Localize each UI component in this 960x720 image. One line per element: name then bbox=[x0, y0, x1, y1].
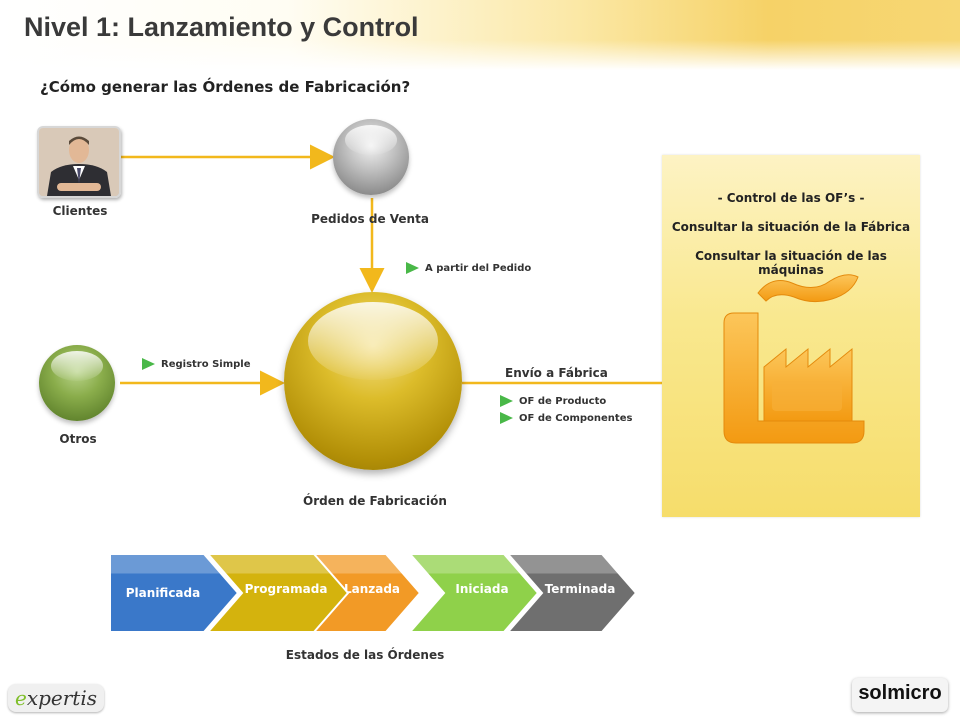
annotation-of-componentes: OF de Componentes bbox=[500, 412, 632, 424]
state-label-iniciada: Iniciada bbox=[455, 582, 508, 596]
state-label-planificada: Planificada bbox=[126, 586, 200, 600]
blank-box bbox=[772, 628, 924, 652]
panel-line-1: - Control de las OF’s - bbox=[717, 191, 865, 205]
state-chevron-programada: Programada bbox=[205, 553, 350, 633]
state-label-terminada: Terminada bbox=[545, 582, 616, 596]
node-label-clientes: Clientes bbox=[52, 204, 108, 218]
annotation-a-partir: A partir del Pedido bbox=[406, 262, 531, 274]
pedidos-ball bbox=[333, 119, 409, 195]
header-background bbox=[0, 0, 960, 70]
panel-line-2: Consultar la situación de la Fábrica bbox=[671, 220, 911, 234]
state-chevron-iniciada: Iniciada bbox=[407, 553, 540, 633]
node-label-otros: Otros bbox=[59, 432, 97, 446]
annotation-registro: Registro Simple bbox=[142, 358, 251, 370]
green-arrow-icon bbox=[500, 412, 513, 424]
businessman-icon bbox=[39, 128, 119, 196]
otros-ball bbox=[39, 345, 115, 421]
green-arrow-icon bbox=[142, 358, 155, 370]
node-label-orden: Órden de Fabricación bbox=[303, 494, 447, 508]
page-title: Nivel 1: Lanzamiento y Control bbox=[24, 12, 419, 42]
green-arrow-icon bbox=[500, 395, 513, 407]
control-panel: - Control de las OF’s - Consultar la sit… bbox=[662, 155, 920, 517]
state-chevron-lanzada: Lanzada bbox=[305, 553, 422, 633]
state-chevron-planificada: Planificada bbox=[109, 553, 240, 633]
page-subtitle: ¿Cómo generar las Órdenes de Fabricación… bbox=[40, 78, 411, 96]
factory-icon bbox=[723, 274, 865, 444]
annotation-of-producto: OF de Producto bbox=[500, 395, 606, 407]
solmicro-logo: solmicro bbox=[852, 678, 948, 712]
states-label: Estados de las Órdenes bbox=[285, 648, 445, 662]
clientes-photo bbox=[37, 126, 121, 198]
green-arrow-icon bbox=[406, 262, 419, 274]
state-label-programada: Programada bbox=[245, 582, 328, 596]
expertis-logo: expertis bbox=[8, 684, 104, 712]
annotation-envio: Envío a Fábrica bbox=[505, 366, 608, 380]
state-label-lanzada: Lanzada bbox=[344, 582, 400, 596]
panel-line-3: Consultar la situación de las máquinas bbox=[695, 249, 887, 277]
state-chevron-terminada: Terminada bbox=[505, 553, 638, 633]
node-label-pedidos: Pedidos de Venta bbox=[311, 212, 429, 226]
orden-ball bbox=[284, 292, 462, 470]
